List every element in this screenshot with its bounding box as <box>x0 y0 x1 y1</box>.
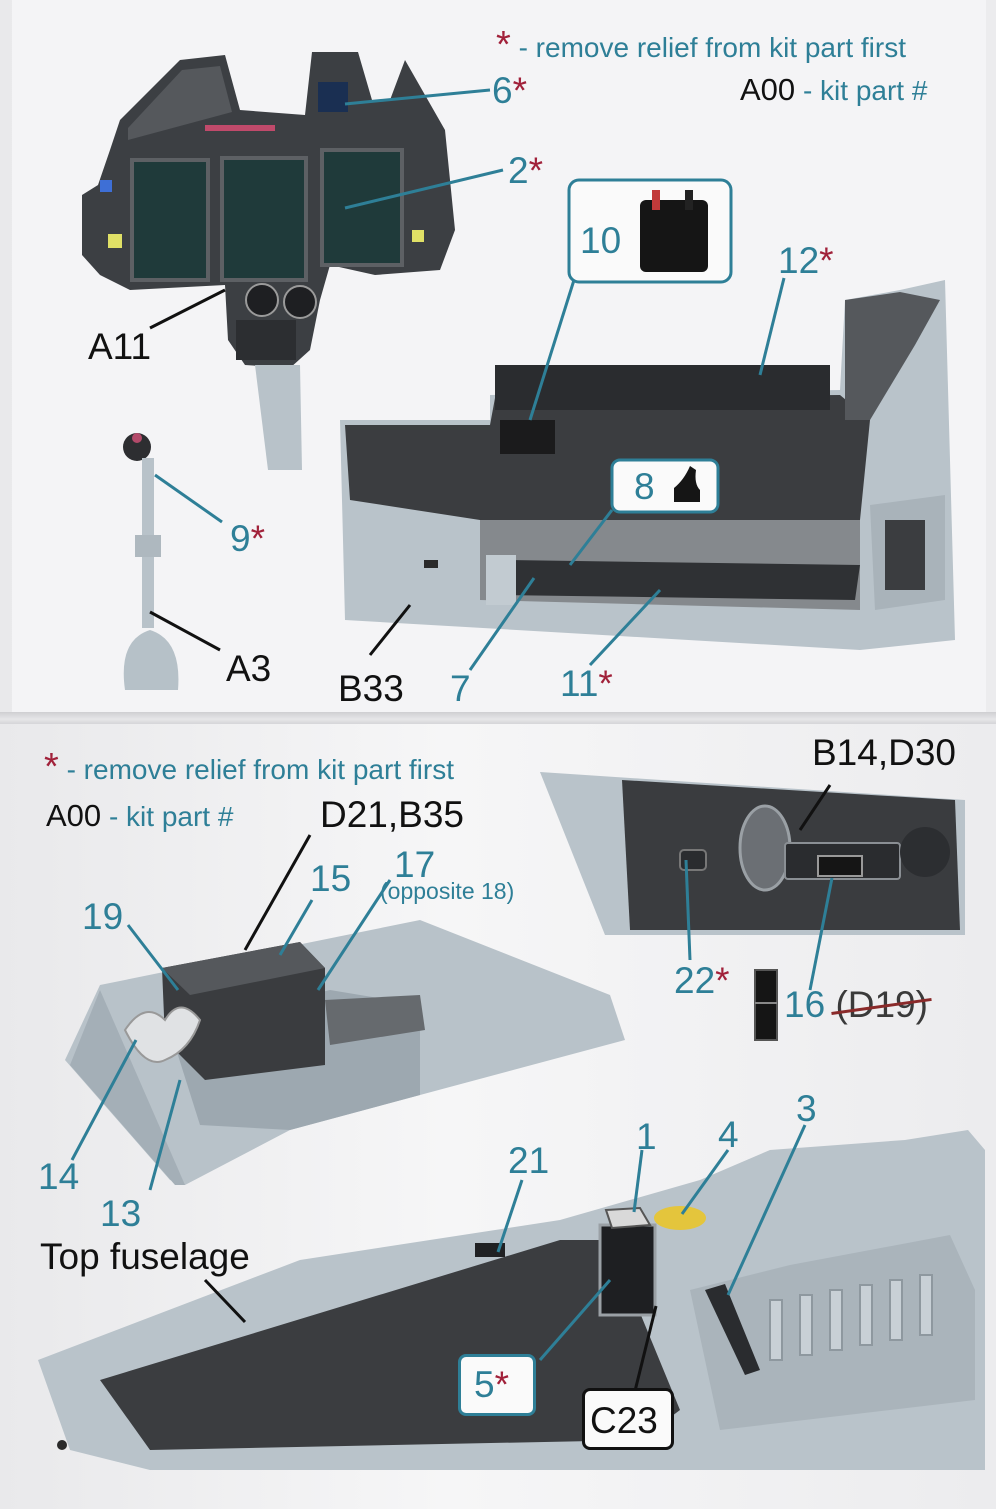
callout-4: 4 <box>718 1114 739 1155</box>
callout-19: 19 <box>82 896 124 937</box>
instrument-panel <box>82 52 455 368</box>
callout-13: 13 <box>100 1193 142 1234</box>
callout-17-note: (opposite 18) <box>380 878 515 904</box>
legend-kit-part-code-bottom: A00 <box>46 798 102 833</box>
part-16-illustration <box>754 969 778 1041</box>
callout-d19-struck: (D19) <box>835 984 928 1025</box>
paper-fold <box>0 712 996 724</box>
legend-asterisk-line-bottom: * - remove relief from kit part first <box>44 748 454 786</box>
callout-11: 11* <box>560 663 613 704</box>
callout-2: 2* <box>508 150 543 191</box>
callout-b14-d30: B14,D30 <box>812 732 956 773</box>
callout-16: 16 (D19) <box>784 986 928 1023</box>
leader-lines-bottom <box>70 859 834 1361</box>
leader-lines-bottom-black <box>203 784 832 1396</box>
callout-10: 10 <box>580 220 622 261</box>
callout-6: 6* <box>492 70 527 111</box>
leader-lines-top-black <box>149 288 412 656</box>
legend-kit-part-text-bottom: - kit part # <box>108 801 234 832</box>
callout-2-label: 2 <box>508 150 529 191</box>
callout-21: 21 <box>508 1140 550 1181</box>
callout-8: 8 <box>634 466 655 507</box>
callout-22: 22* <box>674 960 730 1001</box>
legend-asterisk-line: * - remove relief from kit part first <box>496 26 906 64</box>
callout-14: 14 <box>38 1156 80 1197</box>
callout-a11: A11 <box>88 326 152 367</box>
legend-kit-part-code: A00 <box>740 72 796 107</box>
callout-top-fuselage: Top fuselage <box>40 1236 250 1277</box>
top-fuselage <box>38 1130 985 1470</box>
callout-b33: B33 <box>338 668 404 709</box>
legend-asterisk-text-bottom: - remove relief from kit part first <box>66 754 454 785</box>
callout-15: 15 <box>310 858 352 899</box>
callout-d21-b35: D21,B35 <box>320 794 464 835</box>
callout-box-8 <box>610 458 720 514</box>
callout-17: 17 <box>394 844 436 885</box>
callout-16-label: 16 <box>784 984 826 1025</box>
callout-11-label: 11 <box>560 663 599 704</box>
callout-box-c23 <box>582 1388 674 1450</box>
callout-3: 3 <box>796 1088 817 1129</box>
legend-kit-part-text: - kit part # <box>802 75 928 106</box>
callout-12-label: 12 <box>778 240 820 281</box>
part-8-illustration <box>674 466 700 502</box>
leader-lines-top <box>154 88 786 671</box>
callout-5: 5* <box>474 1364 509 1405</box>
callout-9-label: 9 <box>230 518 251 559</box>
callout-a3: A3 <box>226 648 272 689</box>
control-stick <box>123 433 179 690</box>
callout-12: 12* <box>778 240 834 281</box>
seat-block <box>65 920 625 1185</box>
asterisk-symbol-bottom: * <box>44 746 59 788</box>
callout-1: 1 <box>636 1116 657 1157</box>
callout-box-5 <box>458 1354 536 1416</box>
callout-c23: C23 <box>590 1400 658 1441</box>
asterisk-symbol: * <box>496 24 511 66</box>
part-10-illustration <box>640 200 708 272</box>
callout-9: 9* <box>230 518 265 559</box>
console-pedestal <box>255 365 302 470</box>
callout-22-label: 22 <box>674 960 716 1001</box>
legend-kit-part-line-bottom: A00 - kit part # <box>46 800 233 831</box>
legend-asterisk-text: - remove relief from kit part first <box>518 32 906 63</box>
callout-6-label: 6 <box>492 70 513 111</box>
legend-kit-part-line: A00 - kit part # <box>740 74 927 105</box>
callout-5-label: 5 <box>474 1364 495 1405</box>
callout-7: 7 <box>450 668 471 709</box>
side-console <box>540 772 965 935</box>
